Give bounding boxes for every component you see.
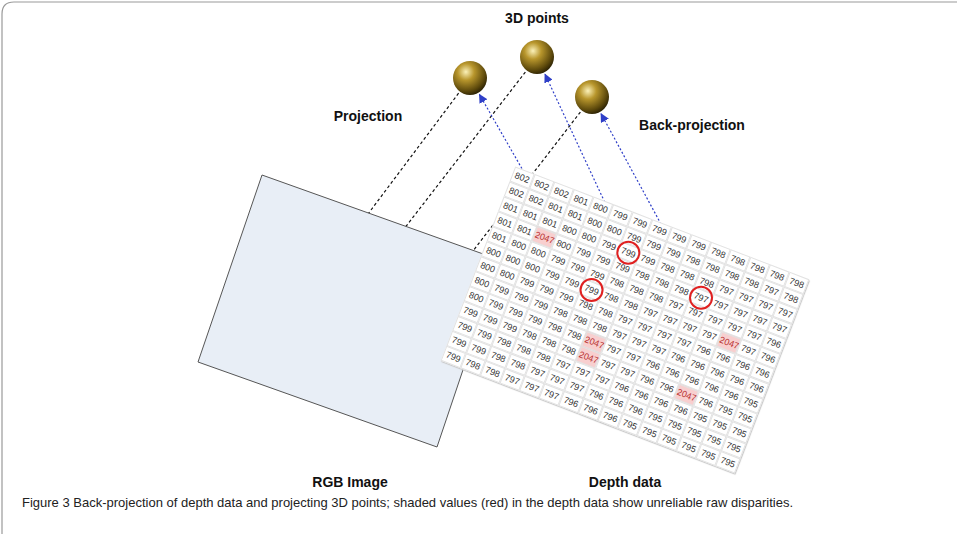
points-label: 3D points xyxy=(505,10,569,26)
depth-data-panel: Depth data802802802801800799799799799799… xyxy=(440,160,810,490)
arrow-label: Back-projection xyxy=(639,117,745,133)
point-sphere xyxy=(453,61,487,95)
panel-heading: Depth data xyxy=(440,474,810,490)
selected-pixel-ring xyxy=(690,287,712,309)
arrow-label: Projection xyxy=(334,108,402,124)
selected-pixel-ring xyxy=(617,242,639,264)
figure-caption: Figure 3 Back-projection of depth data a… xyxy=(22,494,947,511)
panel-heading: RGB Image xyxy=(195,474,505,490)
sphere-group xyxy=(453,40,609,114)
point-sphere xyxy=(575,80,609,114)
selected-pixel-ring xyxy=(581,279,603,301)
back-projection-arrow xyxy=(479,94,585,279)
point-sphere xyxy=(520,40,554,74)
image-plane xyxy=(198,175,500,447)
depth-grid: 8028028028018007997997997997997987987987… xyxy=(441,166,810,473)
